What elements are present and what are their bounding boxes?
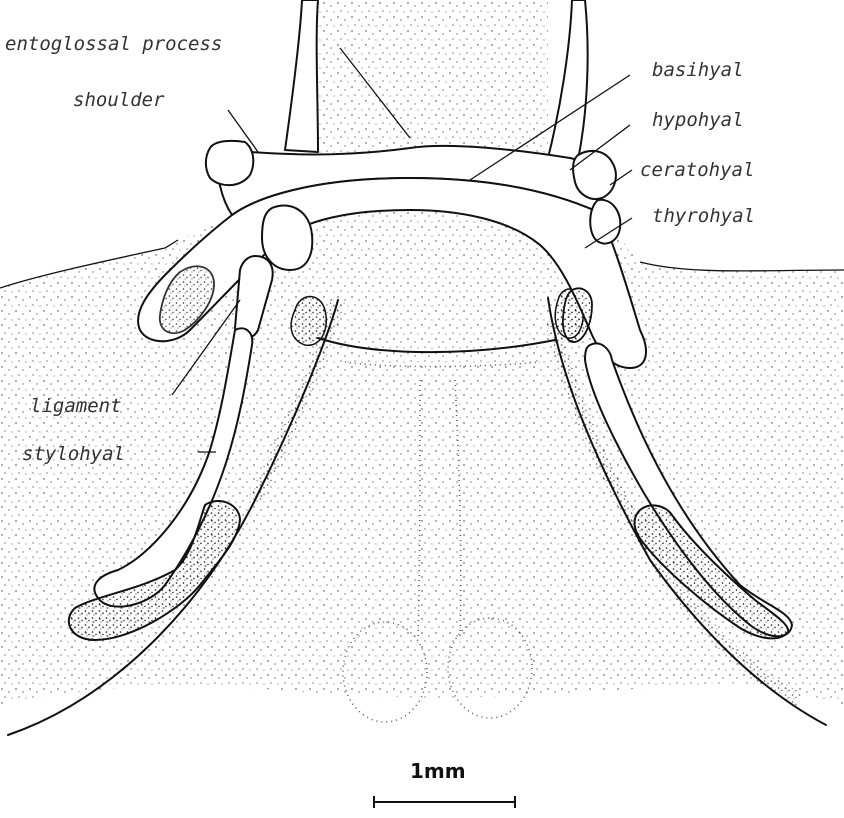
label-thyrohyal: thyrohyal bbox=[652, 205, 755, 227]
scale-bar: 1mm bbox=[374, 759, 515, 808]
label-ceratohyal: ceratohyal bbox=[640, 159, 754, 181]
shoulder bbox=[206, 141, 253, 185]
label-basihyal: basihyal bbox=[652, 59, 744, 81]
label-ligament: ligament bbox=[30, 395, 122, 417]
label-entoglossal-process: entoglossal process bbox=[5, 33, 222, 55]
label-stylohyal: stylohyal bbox=[22, 443, 125, 465]
scale-bar-label: 1mm bbox=[410, 759, 466, 783]
tongue-base bbox=[300, 0, 548, 166]
label-shoulder: shoulder bbox=[73, 89, 165, 111]
label-hypohyal: hypohyal bbox=[652, 109, 744, 131]
